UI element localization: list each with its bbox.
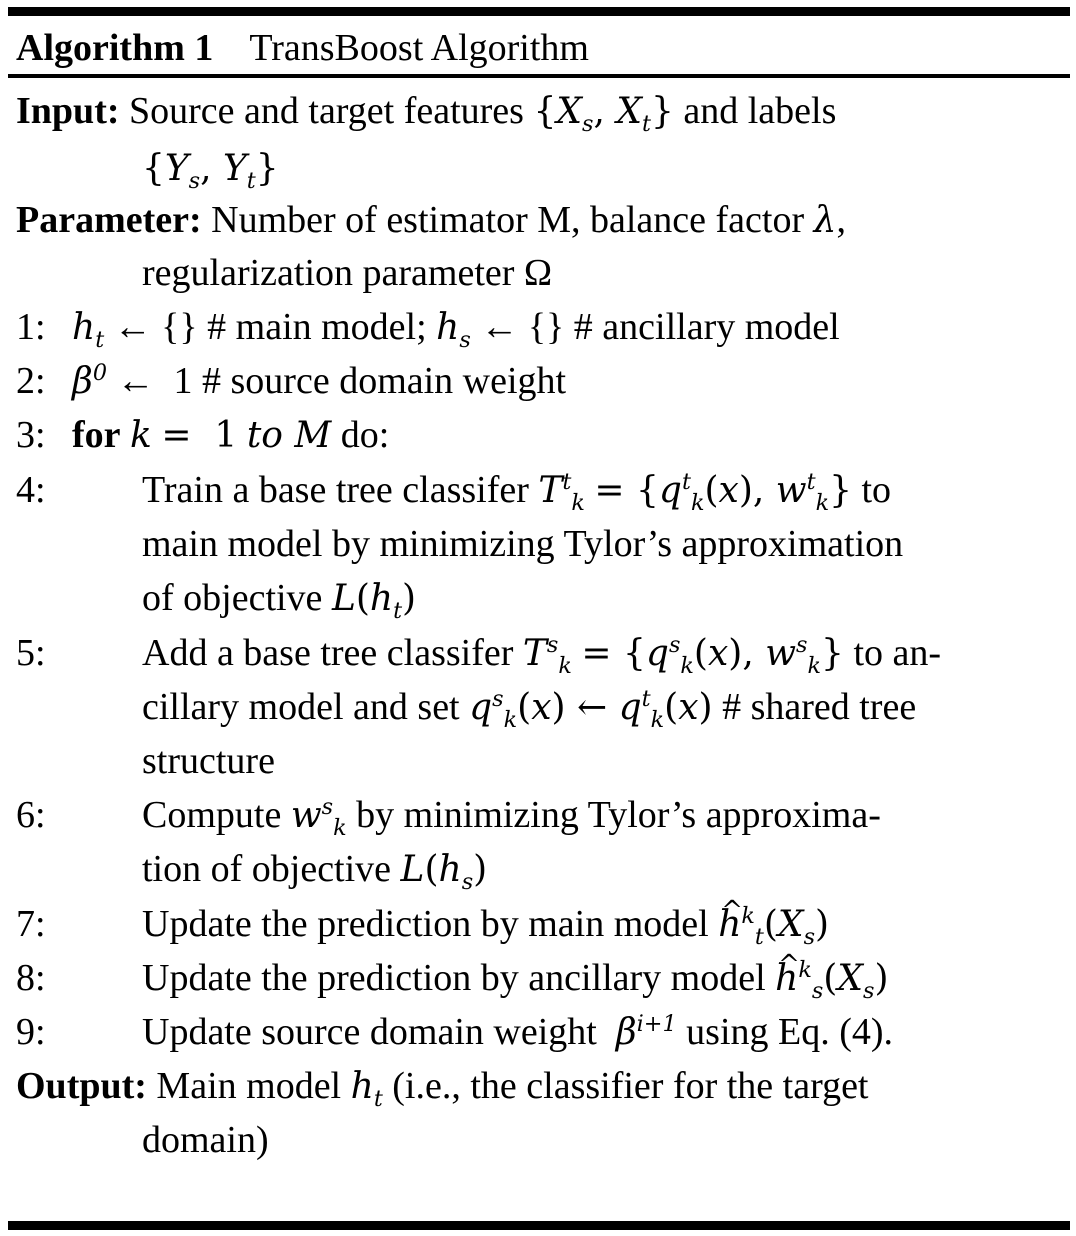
step-4-line-1: Train a base tree classifer Ttk = {qtk(x… [142, 469, 892, 517]
parameter-text: Number of estimator M, balance factor [211, 199, 805, 241]
step-4-text-a: Train a base tree classifer [142, 469, 529, 511]
step-7-line-1: Update the prediction by main model hkt(… [142, 888, 829, 948]
step-2-body: β0 ← 1 # source domain weight [72, 360, 567, 402]
step-number: 8: [16, 957, 46, 999]
step-1-text-b: # ancillary model [573, 306, 840, 348]
output-text-b: (i.e., the classifier for the target [392, 1065, 869, 1107]
step-4-line-3: of objective L(ht) [142, 577, 417, 625]
step-7-text: Update the prediction by main model [142, 903, 709, 945]
step-number: 1: [16, 306, 46, 348]
step-4-text-b: to [861, 469, 892, 511]
step-5-text-a: Add a base tree classifer [142, 632, 514, 674]
math-lambda: λ, [813, 199, 846, 241]
step-number: 2: [16, 360, 46, 402]
step-5-text-c: cillary model and set [142, 686, 460, 728]
input-line-1: Input: Source and target features {Xs, X… [16, 88, 836, 135]
step-5-text-d: # shared tree [722, 686, 917, 728]
math-labels: {Ys, Yt} [142, 148, 279, 195]
output-text-a: Main model [156, 1065, 342, 1107]
step-4-text-c: of objective [142, 577, 323, 619]
step-number: 5: [16, 632, 46, 674]
output-line-1: Output: Main model ht (i.e., the classif… [16, 1065, 869, 1113]
output-label: Output: [16, 1065, 147, 1107]
parameter-line-1: Parameter: Number of estimator M, balanc… [16, 197, 846, 244]
step-5-line-2: cillary model and set qsk(x) ← qtk(x) # … [142, 686, 917, 734]
parameter-text-2: regularization parameter Ω [142, 252, 553, 294]
parameter-label: Parameter: [16, 199, 202, 241]
step-5-line-1: Add a base tree classifer Tsk = {qsk(x),… [142, 632, 942, 680]
parameter-line-2: regularization parameter Ω [142, 250, 552, 296]
algorithm-label: Algorithm 1 [16, 27, 214, 69]
for-keyword: for [72, 414, 121, 456]
step-6-text-c: tion of objective [142, 848, 392, 890]
step-9-line-1: Update source domain weight βi+1 using E… [142, 1011, 894, 1053]
step-9-text-b: using Eq. (4). [686, 1011, 894, 1053]
step-number: 6: [16, 794, 46, 836]
input-text: Source and target features [129, 90, 524, 132]
input-label: Input: [16, 90, 120, 132]
step-6-text-b: by minimizing Tylor’s approxima- [356, 794, 881, 836]
header-rule [8, 74, 1070, 78]
step-6-text-a: Compute [142, 794, 282, 836]
algorithm-title: Algorithm 1 TransBoost Algorithm [16, 25, 589, 71]
step-3-body: for k = 1 to M do: [72, 414, 390, 456]
input-text-tail: and labels [683, 90, 837, 132]
output-line-2: domain) [142, 1119, 269, 1161]
bottom-rule [8, 1221, 1070, 1230]
step-3-tail: do: [340, 414, 390, 456]
step-1-text-a: # main model; [207, 306, 427, 348]
step-number: 4: [16, 469, 46, 511]
step-8-line-1: Update the prediction by ancillary model… [142, 942, 888, 1002]
step-number: 7: [16, 903, 46, 945]
step-number: 3: [16, 414, 46, 456]
step-5-text-b: to an- [853, 632, 942, 674]
step-4-line-2: main model by minimizing Tylor’s approxi… [142, 523, 904, 565]
input-line-2: {Ys, Yt} [142, 145, 279, 192]
algorithm-name: TransBoost Algorithm [249, 27, 589, 69]
math-features: {Xs, Xt} [533, 91, 674, 138]
top-rule [8, 7, 1070, 16]
step-6-line-1: Compute wsk by minimizing Tylor’s approx… [142, 794, 881, 842]
step-1-body: ht ← {} # main model; hs ← {} # ancillar… [72, 306, 840, 354]
step-5-line-3: structure [142, 740, 275, 782]
step-8-text: Update the prediction by ancillary model [142, 957, 766, 999]
step-number: 9: [16, 1011, 46, 1053]
step-9-text-a: Update source domain weight [142, 1011, 597, 1053]
step-6-line-2: tion of objective L(hs) [142, 848, 488, 896]
step-2-text: 1 # source domain weight [173, 360, 567, 402]
